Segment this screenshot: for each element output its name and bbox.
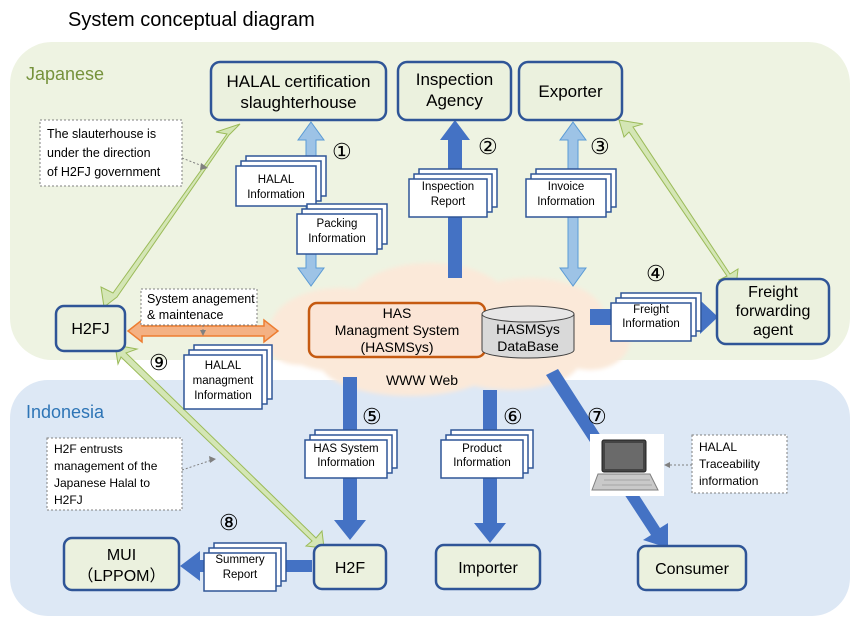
svg-text:of H2FJ government: of H2FJ government <box>47 165 161 179</box>
svg-text:H2F entrusts: H2F entrusts <box>54 442 123 456</box>
arrow-h2fj-slaughterhouse <box>100 123 241 308</box>
svg-text:information: information <box>699 474 758 488</box>
svg-text:Agency: Agency <box>426 91 483 110</box>
svg-text:Information: Information <box>247 189 305 201</box>
svg-text:HAS System: HAS System <box>313 443 378 455</box>
svg-text:managment: managment <box>193 375 255 387</box>
step-3: ③ <box>590 134 610 159</box>
node-exporter: Exporter <box>517 60 624 122</box>
svg-text:management of the: management of the <box>54 459 158 473</box>
doc-invoice-information: Invoice Information <box>525 168 617 218</box>
svg-text:H2F: H2F <box>335 560 365 577</box>
svg-text:Managment System: Managment System <box>335 322 460 338</box>
doc-halal-management-information: HALAL managment Information <box>183 344 273 410</box>
doc-product-information: Product Information <box>440 429 534 479</box>
doc-freight-information: Freight Information <box>610 292 702 342</box>
svg-text:System anagement: System anagement <box>147 292 255 306</box>
svg-text:HALAL: HALAL <box>205 360 242 372</box>
www-label: WWW Web <box>386 372 458 388</box>
svg-text:Freight: Freight <box>633 304 670 316</box>
svg-text:H2FJ: H2FJ <box>54 493 83 507</box>
note-h2f-entrusts: H2F entrusts management of the Japanese … <box>46 437 216 511</box>
svg-text:Inspection: Inspection <box>422 181 474 193</box>
svg-text:Freight: Freight <box>748 284 798 301</box>
svg-text:Information: Information <box>622 318 680 330</box>
note-system-management: System anagement & maintenace <box>140 288 258 336</box>
svg-text:under the direction: under the direction <box>47 146 151 160</box>
step-9: ⑨ <box>149 350 169 375</box>
svg-text:Invoice: Invoice <box>548 181 584 193</box>
svg-text:Traceability: Traceability <box>699 457 760 471</box>
step-8: ⑧ <box>219 510 239 535</box>
step-7: ⑦ <box>587 404 607 429</box>
svg-text:Information: Information <box>453 457 511 469</box>
step-2: ② <box>478 134 498 159</box>
svg-text:Summery: Summery <box>215 554 264 566</box>
svg-text:Exporter: Exporter <box>538 82 603 101</box>
svg-text:Inspection: Inspection <box>416 70 494 89</box>
svg-text:forwarding: forwarding <box>736 303 811 320</box>
svg-text:Packing: Packing <box>317 218 358 230</box>
svg-text:HALAL certification: HALAL certification <box>227 72 371 91</box>
japanese-label: Japanese <box>26 64 104 84</box>
svg-text:Information: Information <box>194 390 252 402</box>
doc-has-system-information: HAS System Information <box>304 429 398 479</box>
indonesia-label: Indonesia <box>26 402 105 422</box>
svg-text:Report: Report <box>223 569 258 581</box>
svg-text:Report: Report <box>431 196 466 208</box>
node-freight-agent: Freight forwarding agent <box>715 277 831 346</box>
node-consumer: Consumer <box>636 544 748 592</box>
svg-text:MUI: MUI <box>107 547 136 564</box>
svg-text:The slauterhouse is: The slauterhouse is <box>47 127 156 141</box>
svg-text:slaughterhouse: slaughterhouse <box>240 93 356 112</box>
svg-text:HALAL: HALAL <box>699 440 737 454</box>
node-h2f: H2F <box>312 543 388 591</box>
doc-packing-information: Packing Information <box>296 203 388 255</box>
note-halal-traceability: HALAL Traceability information <box>664 434 788 494</box>
svg-text:H2FJ: H2FJ <box>71 321 109 338</box>
node-halal-slaughterhouse: HALAL certification slaughterhouse <box>209 60 388 122</box>
step-6: ⑥ <box>503 404 523 429</box>
svg-text:Product: Product <box>462 443 502 455</box>
doc-summery-report: Summery Report <box>203 542 287 592</box>
svg-text:DataBase: DataBase <box>497 338 559 354</box>
svg-text:Information: Information <box>308 233 366 245</box>
node-database: HASMSys DataBase <box>481 305 575 359</box>
node-importer: Importer <box>434 543 542 591</box>
doc-inspection-report: Inspection Report <box>408 168 498 218</box>
svg-text:HASMSys: HASMSys <box>496 321 560 337</box>
svg-text:agent: agent <box>753 322 794 339</box>
svg-text:& maintenace: & maintenace <box>147 308 223 322</box>
diagram-title: System conceptual diagram <box>68 9 315 31</box>
node-mui: MUI （LPPOM） <box>62 536 181 592</box>
svg-text:Importer: Importer <box>458 560 518 577</box>
node-h2fj: H2FJ <box>54 304 127 353</box>
svg-text:HALAL: HALAL <box>258 174 295 186</box>
step-4: ④ <box>646 261 666 286</box>
svg-text:(HASMSys): (HASMSys) <box>360 339 433 355</box>
node-inspection-agency: Inspection Agency <box>396 60 513 122</box>
doc-halal-information: HALAL Information <box>235 155 327 207</box>
step-1: ① <box>332 139 352 164</box>
step-5: ⑤ <box>362 404 382 429</box>
svg-text:Japanese Halal to: Japanese Halal to <box>54 476 150 490</box>
node-hasmsys: HAS Managment System (HASMSys) <box>307 301 487 359</box>
note-slaughterhouse-direction: The slauterhouse is under the direction … <box>39 119 208 187</box>
svg-text:HAS: HAS <box>383 305 412 321</box>
svg-text:Information: Information <box>317 457 375 469</box>
laptop-icon <box>590 434 664 496</box>
svg-text:Consumer: Consumer <box>655 561 729 578</box>
svg-text:（LPPOM）: （LPPOM） <box>77 567 165 585</box>
svg-text:Information: Information <box>537 196 595 208</box>
